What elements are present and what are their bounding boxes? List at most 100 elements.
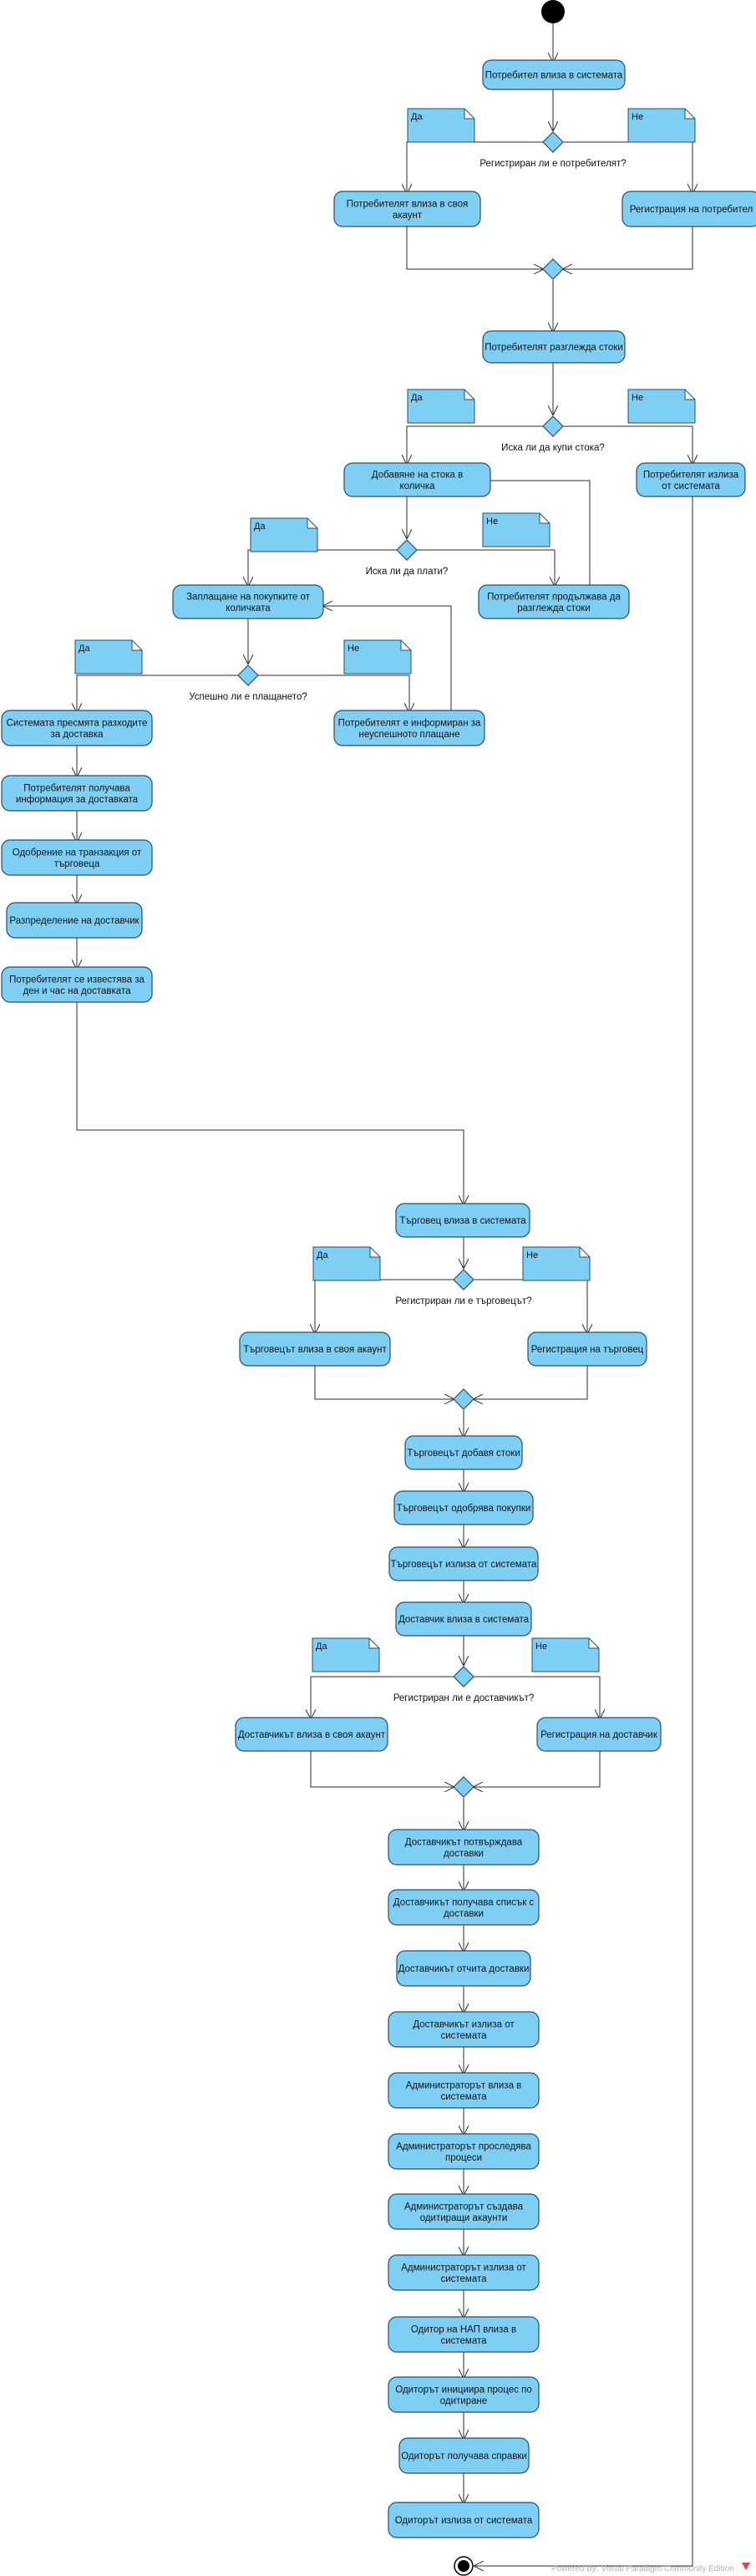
vp-logo-icon xyxy=(742,2563,750,2570)
activity-a17[interactable]: Регистрация на търговец xyxy=(527,1331,647,1367)
decision-node[interactable]: Регистриран ли е търговецът? xyxy=(395,1269,532,1306)
activity-a15[interactable]: Търговец влиза в системата xyxy=(395,1203,530,1238)
activity-label: Потребителят се известява за xyxy=(9,975,145,985)
activity-label: Заплащане на покупките от xyxy=(186,592,311,602)
activity-label: акаунт xyxy=(393,211,423,221)
activity-label: Регистрация на търговец xyxy=(531,1345,644,1355)
activity-label: Доставчик влиза в системата xyxy=(398,1615,530,1625)
activity-label: Доставчикът отчита доставки xyxy=(398,1964,530,1974)
activity-a20[interactable]: Търговецът излиза от системата xyxy=(388,1546,539,1581)
final-node xyxy=(454,2556,474,2576)
note-text: Не xyxy=(632,112,643,122)
decision-node[interactable]: Успешно ли е плащането? xyxy=(189,664,307,702)
note-no: Не xyxy=(531,1637,600,1672)
activity-label: Доставчикът потвърждава xyxy=(405,1837,523,1847)
activity-label: Търговецът добавя стоки xyxy=(407,1448,520,1459)
activity-label: Одитор на НАП влиза в xyxy=(411,2324,516,2334)
activity-a22[interactable]: Доставчикът влиза в своя акаунт xyxy=(235,1717,388,1752)
activity-a1[interactable]: Потребител влиза в системата xyxy=(482,59,626,90)
decision-guard-label: Успешно ли е плащането? xyxy=(189,692,307,702)
activity-label: търговеца xyxy=(54,859,100,869)
decision-node[interactable]: Регистриран ли е доставчикът? xyxy=(393,1666,535,1703)
activity-label: от системата xyxy=(662,481,720,491)
activity-a16[interactable]: Търговецът влиза в своя акаунт xyxy=(239,1331,391,1367)
note-yes: Да xyxy=(407,108,475,143)
activity-label: Системата пресмята разходите xyxy=(7,718,148,728)
activity-label: Регистрация на потребител xyxy=(630,205,753,215)
note-text: Да xyxy=(79,644,90,654)
activity-a35[interactable]: Одиторът излиза от системата xyxy=(388,2502,540,2538)
activity-a3[interactable]: Регистрация на потребител xyxy=(622,191,756,227)
activity-label: системата xyxy=(440,2336,487,2346)
activity-label: Разпределение на доставчик xyxy=(9,916,140,926)
activity-a19[interactable]: Търговецът одобрява покупки xyxy=(393,1490,534,1525)
activity-a26[interactable]: Доставчикът отчита доставки xyxy=(396,1950,531,1987)
decision-node[interactable]: Регистриран ли е потребителят? xyxy=(479,131,627,169)
activity-label: информация за доставката xyxy=(16,795,139,805)
activity-label: одитиращи акаунти xyxy=(420,2213,508,2223)
decision-guard-label: Регистриран ли е потребителят? xyxy=(479,159,626,169)
activity-label: доставки xyxy=(444,1909,484,1919)
activity-a10[interactable]: Потребителят е информиран занеуспешното … xyxy=(333,710,485,746)
activity-a21[interactable]: Доставчик влиза в системата xyxy=(395,1601,532,1637)
merge-node[interactable] xyxy=(542,258,564,280)
activity-label: Добавяне на стока в xyxy=(372,470,463,480)
initial-node xyxy=(541,0,565,23)
decision-guard-label: Иска ли да купи стока? xyxy=(501,443,605,453)
decision-node[interactable]: Иска ли да купи стока? xyxy=(501,415,605,453)
activity-label: неуспешното плащане xyxy=(359,730,460,740)
activity-label: разглежда стоки xyxy=(517,603,591,613)
activity-a4[interactable]: Потребителят разглежда стоки xyxy=(482,330,626,364)
activity-label: системата xyxy=(440,2031,487,2041)
activity-label: Администраторът влиза в xyxy=(406,2080,522,2090)
activity-label: Администраторът излиза от xyxy=(401,2263,526,2273)
note-text: Не xyxy=(348,644,359,654)
note-no: Не xyxy=(482,512,551,547)
note-text: Не xyxy=(526,1250,538,1260)
activity-label: Доставчикът излиза от xyxy=(413,2019,515,2029)
activity-label: Одобрение на транзакция от xyxy=(13,848,142,858)
activity-label: ден и час на доставката xyxy=(23,986,131,996)
decision-node[interactable]: Иска ли да плати? xyxy=(366,539,449,577)
note-text: Да xyxy=(411,112,423,122)
activity-label: Потребителят излиза xyxy=(643,470,739,480)
activity-label: количката xyxy=(226,603,271,613)
activity-label: Потребителят влиза в своя xyxy=(347,199,468,209)
merge-node[interactable] xyxy=(453,1388,474,1410)
note-yes: Да xyxy=(312,1637,380,1672)
activity-a23[interactable]: Регистрация на доставчик xyxy=(536,1717,662,1752)
activity-a32[interactable]: Одитор на НАП влиза в системата xyxy=(388,2316,540,2353)
activity-a13[interactable]: Разпределение на доставчик xyxy=(6,902,143,939)
note-text: Не xyxy=(632,393,643,403)
activity-label: Потребителят получава xyxy=(23,783,130,793)
note-yes: Да xyxy=(407,389,475,424)
activity-a34[interactable]: Одиторът получава справки xyxy=(398,2437,530,2474)
activity-label: Доставчикът влиза в своя акаунт xyxy=(238,1730,386,1740)
activity-label: Потребителят продължава да xyxy=(487,592,621,602)
decision-guard-label: Иска ли да плати? xyxy=(366,567,449,577)
note-yes: Да xyxy=(250,517,318,552)
activity-a11[interactable]: Потребителят получава информация за доста… xyxy=(1,775,153,812)
activity-a2[interactable]: Потребителят влиза в своя акаунт xyxy=(333,191,481,227)
activity-label: Търговецът одобрява покупки xyxy=(397,1504,531,1514)
merge-node[interactable] xyxy=(453,1776,474,1798)
activity-a18[interactable]: Търговецът добавя стоки xyxy=(404,1435,523,1470)
control-flows xyxy=(77,23,693,2566)
activity-a27[interactable]: Доставчикът излиза от системата xyxy=(388,2011,540,2048)
note-text: Да xyxy=(317,1250,328,1260)
activity-label: Одиторът излиза от системата xyxy=(395,2516,533,2526)
